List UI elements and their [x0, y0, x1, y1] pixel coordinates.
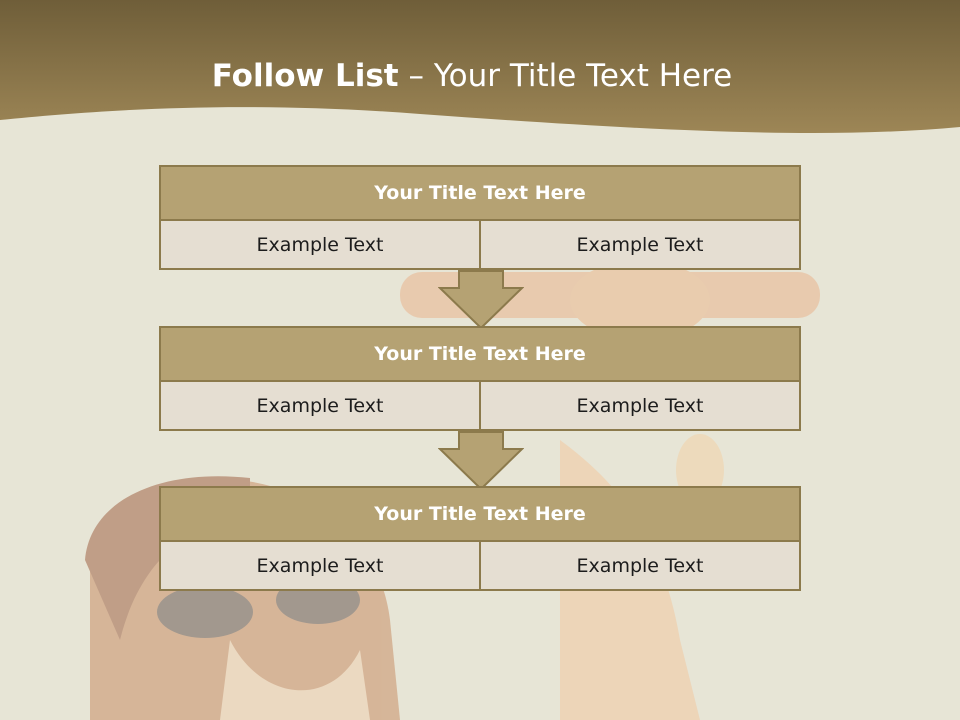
slide-title: Follow List – Your Title Text Here [0, 54, 944, 98]
slide-title-rest: – Your Title Text Here [398, 58, 733, 94]
child-face [220, 640, 370, 720]
header-band [0, 0, 960, 133]
block-cell-left: Example Text [159, 382, 481, 431]
block-title: Your Title Text Here [159, 486, 801, 542]
block-title: Your Title Text Here [159, 326, 801, 382]
block-cell-right: Example Text [481, 221, 801, 270]
block-cell-left: Example Text [159, 221, 481, 270]
list-block-2: Your Title Text Here Example Text Exampl… [159, 326, 801, 431]
slide-title-bold: Follow List [211, 58, 399, 94]
list-block-1: Your Title Text Here Example Text Exampl… [159, 165, 801, 270]
block-cell-left: Example Text [159, 542, 481, 591]
down-arrow-icon [438, 270, 524, 330]
down-arrow-icon [438, 431, 524, 491]
block-cell-right: Example Text [481, 382, 801, 431]
goggle-left [157, 586, 253, 638]
block-title: Your Title Text Here [159, 165, 801, 221]
list-block-3: Your Title Text Here Example Text Exampl… [159, 486, 801, 591]
toy-plane-body [570, 260, 710, 340]
block-cell-right: Example Text [481, 542, 801, 591]
